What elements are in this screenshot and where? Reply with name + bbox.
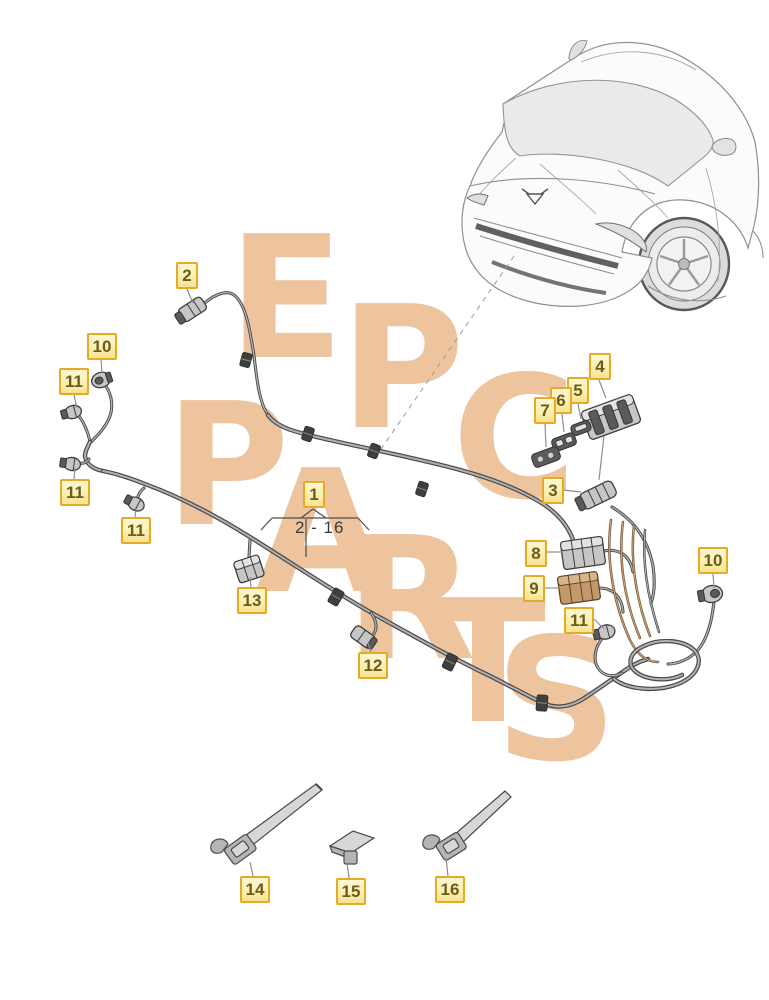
callout-15: 15 bbox=[336, 878, 366, 905]
harness-clips bbox=[239, 351, 549, 712]
fixing-5 bbox=[570, 420, 592, 436]
callout-3: 3 bbox=[542, 477, 564, 504]
callout-4: 4 bbox=[589, 353, 611, 380]
front-wheel bbox=[637, 216, 731, 312]
connector-8 bbox=[559, 535, 607, 571]
connectors bbox=[59, 296, 724, 650]
harness-wires bbox=[77, 291, 716, 709]
leader-lines bbox=[73, 288, 715, 879]
grille-bar bbox=[475, 223, 619, 269]
callout-11-d: 11 bbox=[564, 607, 594, 634]
connector-11-a bbox=[60, 404, 83, 420]
antenna-fin bbox=[568, 39, 588, 61]
connector-11-b bbox=[59, 456, 82, 472]
lower-intake bbox=[491, 260, 607, 295]
connector-3 bbox=[574, 480, 617, 512]
callout-2: 2 bbox=[176, 262, 198, 289]
callout-14: 14 bbox=[240, 876, 270, 903]
alignment-line bbox=[598, 435, 605, 481]
connector-11-c bbox=[123, 494, 145, 512]
callout-16: 16 bbox=[435, 876, 465, 903]
car-illustration bbox=[461, 39, 764, 312]
windshield bbox=[502, 79, 714, 187]
callout-13: 13 bbox=[237, 587, 267, 614]
fastener-16 bbox=[422, 790, 512, 861]
bracket-range-label: 2 - 16 bbox=[295, 518, 345, 537]
callout-11-c: 11 bbox=[121, 517, 151, 544]
connector-2 bbox=[174, 296, 207, 325]
fastener-14 bbox=[210, 783, 323, 865]
callout-12: 12 bbox=[358, 652, 388, 679]
watermark-letter: A bbox=[255, 434, 387, 632]
side-mirror bbox=[711, 138, 737, 156]
range-bracket bbox=[260, 508, 370, 557]
callout-11-b: 11 bbox=[60, 479, 90, 506]
connector-10-right bbox=[696, 584, 724, 604]
fixing-6 bbox=[551, 432, 577, 452]
callout-10-right: 10 bbox=[698, 547, 728, 574]
connector-11-d bbox=[591, 624, 616, 641]
watermark-letter: P bbox=[340, 270, 465, 468]
callout-10-left: 10 bbox=[87, 333, 117, 360]
connector-10-left bbox=[91, 371, 114, 389]
cupra-logo-icon bbox=[521, 188, 549, 206]
callout-9: 9 bbox=[523, 575, 545, 602]
callout-11-a: 11 bbox=[59, 368, 89, 395]
connector-13 bbox=[233, 554, 265, 584]
callout-8: 8 bbox=[525, 540, 547, 567]
callout-1: 1 bbox=[303, 481, 325, 508]
headlight-right bbox=[594, 222, 647, 253]
callout-7: 7 bbox=[534, 397, 556, 424]
fastener-15 bbox=[328, 830, 376, 865]
fixing-7 bbox=[531, 446, 561, 468]
headlight-left bbox=[466, 193, 489, 206]
connector-9 bbox=[556, 571, 602, 605]
